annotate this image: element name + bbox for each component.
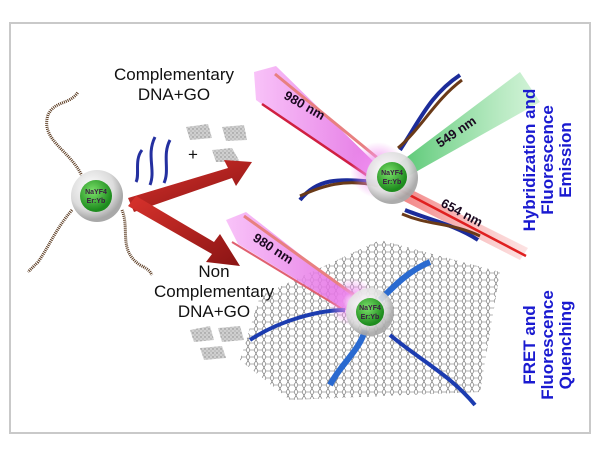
complementary-label-line1: Complementary [114, 65, 234, 84]
plus-sign: + [188, 145, 198, 164]
go-flake [218, 326, 244, 342]
free-dna-strand [134, 149, 144, 183]
outcome-top-line3: Emission [556, 122, 575, 198]
outcome-top: Hybridization and Fluorescence Emission [520, 89, 575, 232]
arrow-to-noncomplementary [128, 196, 240, 266]
nanoparticle-bottom-label-1: NaYF4 [359, 305, 381, 312]
nanoparticle-bottom-label-2: Er:Yb [361, 314, 380, 321]
outcome-bottom-line1: FRET and [520, 305, 539, 384]
go-flake [190, 326, 214, 342]
outcome-top-line2: Fluorescence [538, 105, 557, 215]
nanoparticle-top-label-2: Er:Yb [383, 179, 402, 186]
initial-nanoparticle-group: NaYF4 Er:Yb [26, 91, 154, 276]
noncomplementary-label-line2: Complementary [154, 282, 274, 301]
outcome-bottom-line2: Fluorescence [538, 290, 557, 400]
nanoparticle-top: NaYF4 Er:Yb [350, 142, 418, 204]
nanoparticle-label-1: NaYF4 [85, 189, 107, 196]
free-dna-and-go: + [134, 124, 247, 186]
free-dna-strand [148, 136, 157, 186]
outcome-bottom: FRET and Fluorescence Quenching [520, 290, 575, 400]
outcome-bottom-line3: Quenching [556, 301, 575, 390]
go-flake [212, 148, 240, 162]
complementary-label-line2: DNA+GO [138, 85, 210, 104]
branch-arrows [128, 160, 252, 266]
go-flake [186, 124, 212, 140]
nanoparticle-label-2: Er:Yb [87, 198, 106, 205]
dna-strand [120, 209, 154, 276]
free-dna-strand [162, 139, 172, 184]
noncomplementary-label-line1: Non [198, 262, 229, 281]
arrow-to-complementary [128, 160, 252, 212]
go-flake [222, 125, 247, 141]
nanoparticle-bottom: NaYF4 Er:Yb [328, 278, 394, 336]
dna-strand [45, 91, 84, 177]
nanoparticle-top-label-1: NaYF4 [381, 170, 403, 177]
nanoparticle-core [80, 180, 112, 212]
noncomplementary-label-line3: DNA+GO [178, 302, 250, 321]
emission-654: 654 nm [394, 184, 528, 260]
go-flake [200, 346, 226, 360]
outcome-top-line1: Hybridization and [520, 89, 539, 232]
dna-strand [26, 209, 74, 274]
